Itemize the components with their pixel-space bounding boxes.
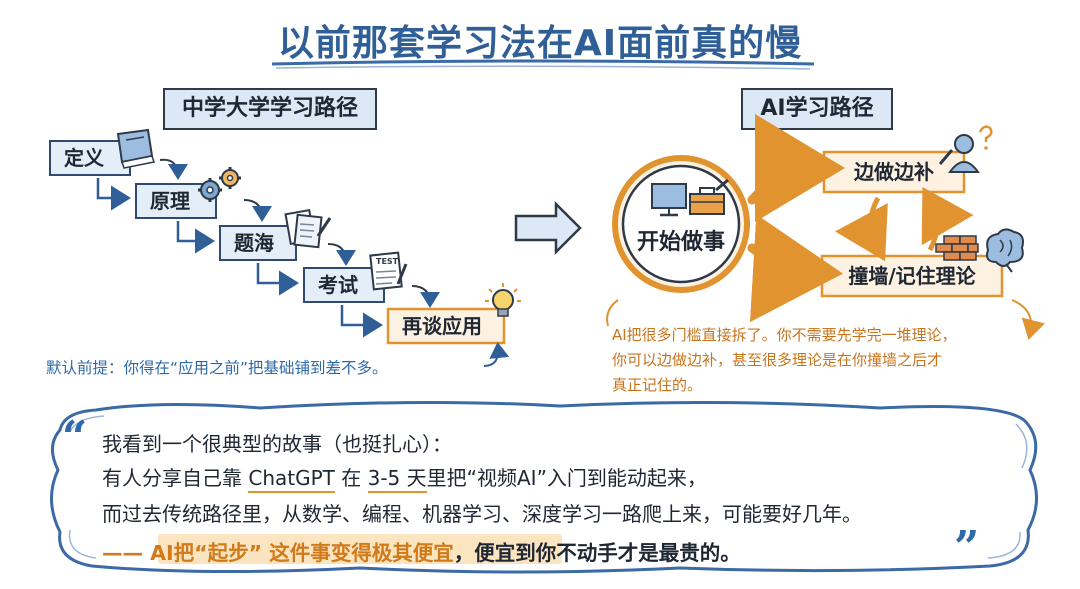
- node-hit-wall-remember: 撞墙/记住理论: [848, 264, 976, 288]
- stair-arrow-4: [340, 305, 383, 338]
- lightbulb-icon: [485, 283, 521, 317]
- step-box-1: [49, 140, 131, 176]
- story-line-2-part1: 有人分享自己靠: [102, 466, 249, 490]
- step-exercises: 题海: [234, 231, 274, 255]
- test-sheet-label: TEST: [376, 257, 399, 266]
- orange-note-frame: [606, 299, 1031, 334]
- big-arrow-icon: [514, 200, 582, 256]
- story-line-4-rest: ，便宜到你不动手才是最贵的。: [453, 541, 741, 565]
- cycle-arrow-down: [834, 196, 888, 262]
- gears-icon: [198, 167, 241, 202]
- story-dash: ——: [102, 541, 151, 565]
- curl-arrow-2: [243, 199, 272, 222]
- story-hl-3: 这件事变得极其便宜: [262, 541, 454, 565]
- story-days: 3-5 天: [367, 466, 427, 493]
- story-cloud-inner: [68, 415, 1028, 559]
- story-line-1: 我看到一个很典型的故事（也挺扎心）：: [102, 432, 452, 456]
- test-sheet-icon: [369, 251, 408, 291]
- left-header-box: [163, 88, 377, 130]
- note-line-3: 真正记住的。: [612, 376, 703, 394]
- node-learn-while-doing: 边做边补: [854, 160, 934, 184]
- story-hl-1: AI把: [150, 541, 195, 565]
- story-line-4: —— AI把“起步” 这件事变得极其便宜，便宜到你不动手才是最贵的。: [102, 536, 741, 566]
- right-explanation-note: AI把很多门槛直接拆了。你不需要先学完一堆理论， 你可以边做边补，甚至很多理论是…: [612, 323, 1052, 398]
- title-underline-shadow: [275, 65, 811, 70]
- step-box-4: [303, 267, 385, 303]
- node-bottom-box: [820, 254, 1004, 298]
- story-cloud-frame: [49, 400, 1039, 574]
- step-box-2: [135, 183, 217, 219]
- cycle-arrow-up: [921, 187, 974, 252]
- note-curl-arrow: [483, 342, 510, 367]
- story-line-2: 有人分享自己靠 ChatGPT 在 3-5 天里把“视频AI”入门到能动起来，: [102, 462, 707, 493]
- left-path-header: 中学大学学习路径: [181, 96, 358, 121]
- note-line-2: 你可以边做边补，甚至很多理论是在你撞墙之后才: [612, 351, 943, 369]
- open-quote-icon: “: [62, 412, 88, 463]
- stair-arrow-3: [256, 263, 299, 296]
- close-quote-icon: ”: [954, 522, 980, 573]
- brick-wall-icon: [935, 235, 979, 261]
- left-premise-note: 默认前提：你得在“应用之前”把基础铺到差不多。: [46, 359, 388, 377]
- person-question-icon: [938, 125, 993, 173]
- story-line-2-part2: 在: [334, 466, 368, 490]
- step-exam: 考试: [318, 273, 358, 297]
- papers-icon: [284, 208, 332, 249]
- step-principle: 原理: [150, 189, 190, 213]
- title-underline: [271, 59, 815, 66]
- center-start-label: 开始做事: [636, 230, 725, 255]
- story-chatgpt: ChatGPT: [248, 466, 335, 493]
- node-top-box: [822, 150, 966, 194]
- stair-arrow-1: [96, 178, 131, 211]
- curl-arrow-1: [159, 158, 188, 180]
- right-path-header: AI学习路径: [760, 96, 874, 121]
- curl-arrow-4: [411, 285, 440, 308]
- note-line-1: AI把很多门槛直接拆了。你不需要先学完一堆理论，: [612, 326, 957, 344]
- highlight-band: [158, 534, 562, 564]
- arrow-to-top: [747, 114, 845, 223]
- curl-arrow-3: [327, 243, 356, 266]
- page-title: 以前那套学习法在AI面前真的慢: [277, 23, 803, 64]
- step-box-5: [386, 307, 506, 345]
- story-line-3: 而过去传统路径里，从数学、编程、机器学习、深度学习一路爬上来，可能要好几年。: [102, 502, 862, 526]
- arrow-to-bottom: [747, 214, 843, 323]
- book-icon: [116, 128, 155, 169]
- toolbox-icon: [689, 178, 729, 215]
- step-definition: 定义: [64, 146, 104, 170]
- story-line-2-part3: 里把“视频AI”入门到能动起来，: [426, 466, 707, 490]
- computer-icon: [651, 183, 687, 217]
- story-hl-2: “起步”: [194, 541, 263, 565]
- brain-icon: [986, 228, 1024, 273]
- stair-arrow-2: [176, 221, 215, 254]
- step-application: 再谈应用: [402, 314, 482, 338]
